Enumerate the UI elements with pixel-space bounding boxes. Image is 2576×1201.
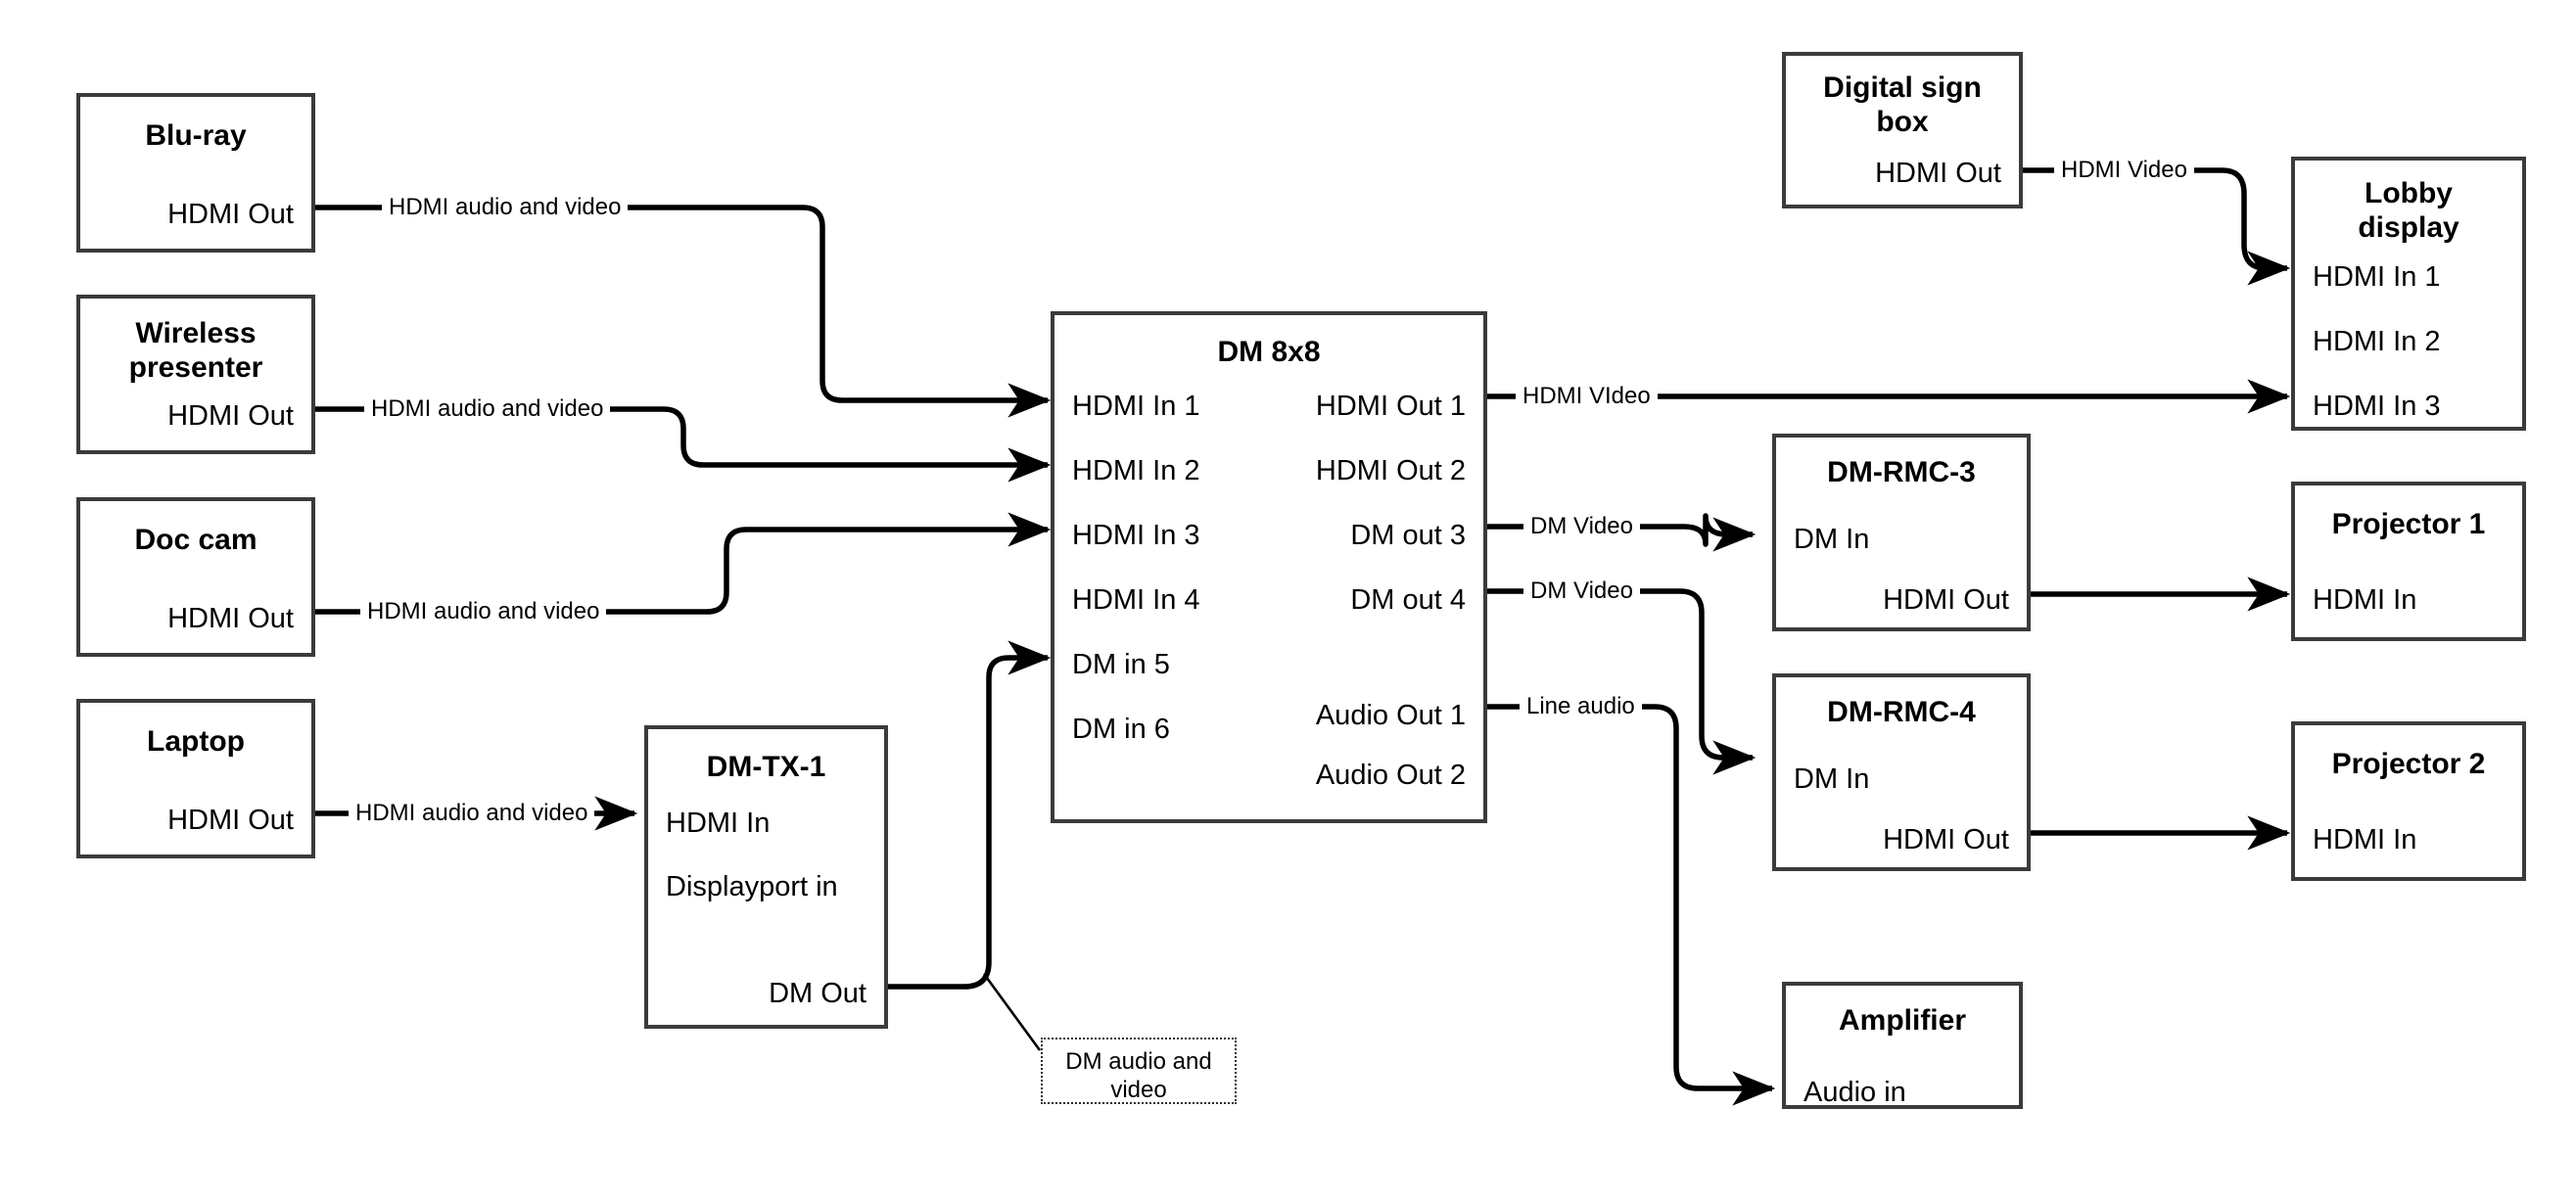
node-projector-1[interactable]: Projector 1 HDMI In <box>2291 482 2526 641</box>
node-amplifier-title: Amplifier <box>1838 1004 1967 1037</box>
node-amplifier[interactable]: Amplifier Audio in <box>1782 982 2023 1109</box>
node-bluray-port-hdmi-out[interactable]: HDMI Out <box>167 199 294 230</box>
node-bluray[interactable]: Blu-ray HDMI Out <box>76 93 315 253</box>
node-dm-rmc-4[interactable]: DM-RMC-4 DM In HDMI Out <box>1772 673 2031 871</box>
node-dm-8x8-output-hdmi-out-1[interactable]: HDMI Out 1 <box>1315 391 1466 422</box>
node-dm-tx-1-port-displayport-in[interactable]: Displayport in <box>666 871 838 902</box>
node-dm-8x8-output-hdmi-out-2[interactable]: HDMI Out 2 <box>1315 455 1466 486</box>
node-dm-rmc-3-title: DM-RMC-3 <box>1827 456 1976 488</box>
node-amplifier-port-audio-in[interactable]: Audio in <box>1803 1077 1906 1108</box>
node-dm-8x8-output-audio-out-1[interactable]: Audio Out 1 <box>1315 700 1466 731</box>
node-dm-rmc-3[interactable]: DM-RMC-3 DM In HDMI Out <box>1772 434 2031 631</box>
node-projector-2-title: Projector 2 <box>2331 748 2486 780</box>
node-dm-8x8-input-dm-in-5[interactable]: DM in 5 <box>1072 649 1170 680</box>
node-dm-8x8-input-hdmi-in-1[interactable]: HDMI In 1 <box>1072 391 1200 422</box>
node-lobby-display-input-hdmi-in-3[interactable]: HDMI In 3 <box>2313 391 2441 422</box>
node-wireless-presenter[interactable]: Wireless presenter HDMI Out <box>76 295 315 454</box>
node-dm-8x8-input-hdmi-in-3[interactable]: HDMI In 3 <box>1072 520 1200 551</box>
wire-label-dm-out3-to-rmc3: DM Video <box>1523 515 1640 538</box>
node-dm-8x8-input-dm-in-6[interactable]: DM in 6 <box>1072 714 1170 745</box>
node-dm-8x8-output-audio-out-2[interactable]: Audio Out 2 <box>1315 760 1466 791</box>
wire-label-bluray-to-dm: HDMI audio and video <box>382 196 629 219</box>
wire-label-dm-out4-to-rmc4: DM Video <box>1523 579 1640 603</box>
node-dm-8x8[interactable]: DM 8x8 HDMI In 1 HDMI In 2 HDMI In 3 HDM… <box>1051 311 1487 823</box>
node-digital-sign-box-title: Digital sign box <box>1823 71 1982 139</box>
wire-bluray-to-dm-hdmi-in-1 <box>315 205 1052 418</box>
node-laptop-title: Laptop <box>147 725 245 758</box>
wire-audio-out1-to-amplifier <box>1487 704 1776 1106</box>
node-dm-tx-1[interactable]: DM-TX-1 HDMI In Displayport in DM Out <box>644 725 888 1029</box>
node-lobby-display-title: Lobby display <box>2358 177 2459 245</box>
callout-dm-audio-and-video: DM audio and video <box>1041 1038 1237 1104</box>
node-projector-1-port-hdmi-in[interactable]: HDMI In <box>2313 584 2417 616</box>
node-projector-2-port-hdmi-in[interactable]: HDMI In <box>2313 824 2417 855</box>
node-dm-rmc-4-port-dm-in[interactable]: DM In <box>1794 763 1870 795</box>
node-dm-rmc-3-port-dm-in[interactable]: DM In <box>1794 524 1870 555</box>
node-lobby-display[interactable]: Lobby display HDMI In 1 HDMI In 2 HDMI I… <box>2291 157 2526 431</box>
wire-callout-leader <box>982 973 1042 1051</box>
node-wireless-presenter-port-hdmi-out[interactable]: HDMI Out <box>167 400 294 432</box>
node-dm-8x8-input-hdmi-in-2[interactable]: HDMI In 2 <box>1072 455 1200 486</box>
node-doc-cam-title: Doc cam <box>134 524 258 556</box>
node-lobby-display-input-hdmi-in-1[interactable]: HDMI In 1 <box>2313 261 2441 293</box>
wire-label-laptop-to-tx: HDMI audio and video <box>349 802 595 825</box>
node-laptop-port-hdmi-out[interactable]: HDMI Out <box>167 805 294 836</box>
wire-sign-to-lobby-hdmi-in-1 <box>2023 167 2291 286</box>
wire-label-doccam-to-dm: HDMI audio and video <box>360 600 607 624</box>
node-dm-8x8-output-dm-out-3[interactable]: DM out 3 <box>1350 520 1466 551</box>
wire-dm-out4-to-rmc4 <box>1487 588 1756 775</box>
node-dm-rmc-3-port-hdmi-out[interactable]: HDMI Out <box>1883 584 2009 616</box>
node-projector-1-title: Projector 1 <box>2331 508 2486 540</box>
node-dm-8x8-output-dm-out-4[interactable]: DM out 4 <box>1350 584 1466 616</box>
wire-label-audio-out1-to-amplifier: Line audio <box>1520 695 1642 718</box>
node-digital-sign-box-port-hdmi-out[interactable]: HDMI Out <box>1875 158 2001 189</box>
node-doc-cam-port-hdmi-out[interactable]: HDMI Out <box>167 603 294 634</box>
node-dm-rmc-4-title: DM-RMC-4 <box>1827 696 1976 728</box>
node-projector-2[interactable]: Projector 2 HDMI In <box>2291 721 2526 881</box>
wire-dmtx-to-dm-in-5 <box>888 640 1052 990</box>
node-dm-tx-1-title: DM-TX-1 <box>706 751 826 783</box>
node-doc-cam[interactable]: Doc cam HDMI Out <box>76 497 315 657</box>
wire-label-sign-to-lobby: HDMI Video <box>2054 159 2194 182</box>
node-laptop[interactable]: Laptop HDMI Out <box>76 699 315 858</box>
node-dm-8x8-input-hdmi-in-4[interactable]: HDMI In 4 <box>1072 584 1200 616</box>
node-dm-8x8-title: DM 8x8 <box>1217 336 1321 368</box>
wire-label-wireless-to-dm: HDMI audio and video <box>364 397 611 421</box>
node-dm-tx-1-port-dm-out[interactable]: DM Out <box>769 978 866 1009</box>
wire-label-dm-out1-to-lobby: HDMI VIdeo <box>1516 385 1658 408</box>
node-wireless-presenter-title: Wireless presenter <box>128 317 263 385</box>
node-dm-rmc-4-port-hdmi-out[interactable]: HDMI Out <box>1883 824 2009 855</box>
node-bluray-title: Blu-ray <box>145 119 247 152</box>
node-lobby-display-input-hdmi-in-2[interactable]: HDMI In 2 <box>2313 326 2441 357</box>
node-dm-tx-1-port-hdmi-in[interactable]: HDMI In <box>666 808 771 839</box>
node-digital-sign-box[interactable]: Digital sign box HDMI Out <box>1782 52 2023 208</box>
